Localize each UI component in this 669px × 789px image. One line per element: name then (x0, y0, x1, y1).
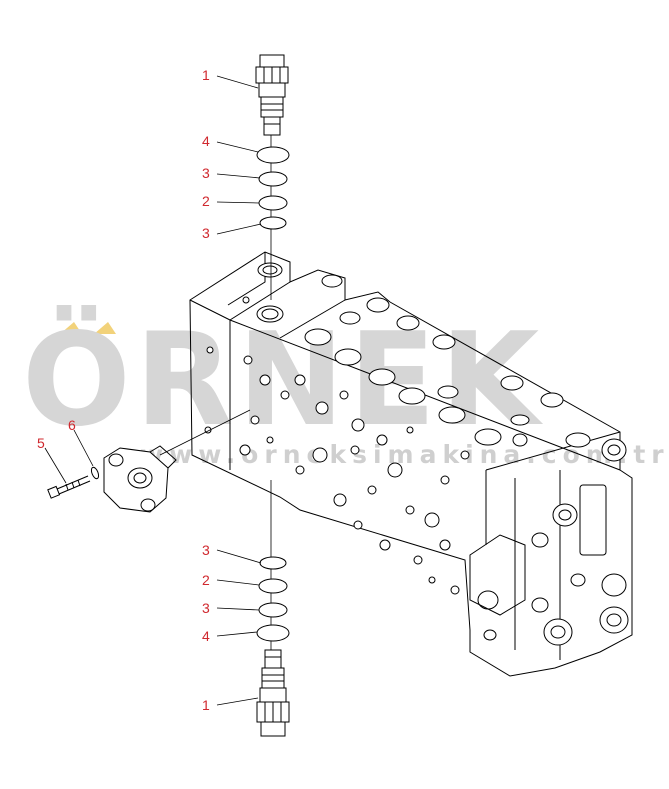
bottom-valve-cartridge (256, 649, 290, 737)
bottom-backup-ring-3a (259, 556, 287, 570)
top-backup-ring-3a (258, 171, 288, 187)
callout-label: 3 (202, 165, 210, 181)
side-flange-cover (103, 445, 177, 513)
callout-label: 3 (202, 542, 210, 558)
watermark-accent-right (94, 322, 116, 334)
valve-block (189, 251, 633, 677)
washer-6 (90, 466, 100, 480)
callout-label: 4 (202, 628, 210, 644)
top-backup-ring-3b (259, 216, 287, 230)
watermark-brand: ÖRNEK (22, 305, 544, 455)
bottom-oring-4 (256, 624, 290, 642)
front-face-holes (204, 296, 470, 595)
callout-label: 5 (37, 435, 45, 451)
side-axis-line (159, 409, 251, 456)
callout-labels: 1 4 3 2 3 6 5 3 2 3 4 1 (37, 67, 210, 713)
callout-label: 2 (202, 193, 210, 209)
callout-label: 3 (202, 600, 210, 616)
top-oring-2 (258, 195, 288, 211)
end-cover (469, 433, 629, 646)
callout-label: 4 (202, 133, 210, 149)
callout-label: 2 (202, 572, 210, 588)
bottom-backup-ring-3b (258, 602, 288, 618)
callout-label: 1 (202, 697, 210, 713)
valve-block-outline (189, 251, 633, 677)
watermark-website: www.orneksimakina.com.tr (140, 440, 669, 469)
top-valve-cartridge (255, 54, 289, 136)
leader-lines (44, 75, 262, 706)
callout-label: 6 (68, 417, 76, 433)
bolt-5 (47, 475, 91, 499)
watermark-accent-left (60, 322, 82, 334)
callout-label: 1 (202, 67, 210, 83)
watermark: ÖRNEK www.orneksimakina.com.tr (22, 305, 669, 469)
callout-label: 3 (202, 225, 210, 241)
top-oring-4 (256, 146, 290, 164)
bottom-oring-2 (258, 578, 288, 594)
